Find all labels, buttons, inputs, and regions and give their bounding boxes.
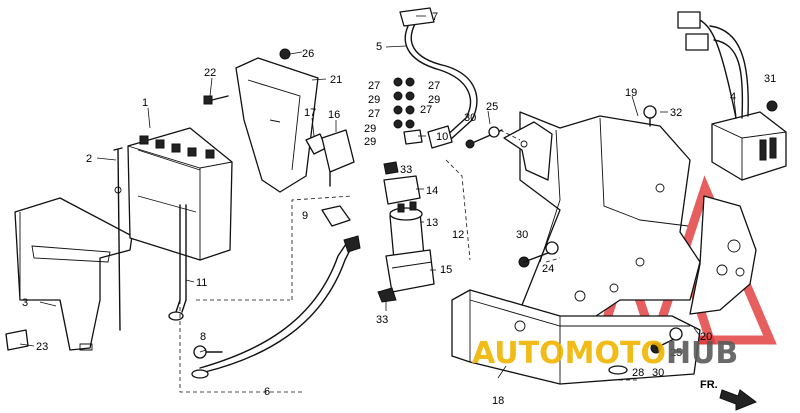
callout-30c: 30 [652, 367, 664, 379]
leader-lines [19, 15, 737, 379]
callout-1: 1 [142, 97, 148, 109]
callout-27c: 27 [368, 108, 380, 120]
callout-10: 10 [436, 131, 448, 143]
part-23-pad [5, 329, 29, 351]
callout-11: 11 [196, 277, 207, 289]
callout-6: 6 [264, 386, 270, 398]
part-cable-6 [191, 235, 361, 379]
part-25-bolt-upper [465, 126, 503, 149]
watermark-word-part2: HUB [666, 336, 738, 371]
callout-33b: 33 [376, 314, 388, 326]
callout-13: 13 [426, 217, 438, 229]
callout-3: 3 [22, 297, 28, 309]
part-19-main-bracket [519, 111, 701, 341]
part-battery-holder [235, 57, 319, 193]
part-15-rubber-mount [385, 249, 435, 293]
callout-14: 14 [426, 185, 438, 197]
part-30-24-bolt [518, 241, 559, 268]
callout-27b: 27 [428, 80, 440, 92]
callout-30b: 30 [516, 229, 528, 241]
part-16-relay [321, 129, 355, 187]
part-8-bolt [193, 345, 223, 359]
callout-7: 7 [432, 11, 438, 23]
callout-16: 16 [328, 109, 340, 121]
part-washers-27-29 [393, 77, 415, 129]
callout-15: 15 [440, 264, 452, 276]
callout-20: 20 [700, 331, 712, 343]
watermark-text: AUTOMOTOHUB [472, 336, 738, 371]
watermark-word-part1: AUTOMOTO [472, 336, 666, 371]
callout-21: 21 [330, 74, 342, 86]
callout-29a: 29 [368, 94, 380, 106]
callout-9: 9 [302, 210, 308, 222]
part-33-terminal-lower [377, 287, 397, 303]
part-31-bolt [766, 100, 778, 112]
part-harness-5 [399, 7, 478, 149]
part-battery-rod [113, 147, 123, 331]
callout-22: 22 [204, 67, 216, 79]
part-small-bracket [503, 121, 553, 181]
callout-2: 2 [86, 153, 92, 165]
callout-28: 28 [632, 367, 644, 379]
callout-4: 4 [730, 91, 736, 103]
callout-12: 12 [452, 229, 464, 241]
part-18-tray [451, 289, 701, 385]
callout-27a: 27 [368, 80, 380, 92]
part-13-relay [389, 201, 425, 261]
part-14-cap [383, 175, 421, 205]
part-battery [127, 127, 233, 261]
part-20-side-plate [689, 195, 757, 315]
part-25-30-bolt-lower [650, 327, 683, 354]
part-28-washer [608, 365, 628, 375]
callout-5: 5 [376, 41, 382, 53]
callout-17: 17 [304, 107, 316, 119]
callout-23: 23 [36, 341, 48, 353]
callout-8: 8 [200, 331, 206, 343]
callout-32: 32 [670, 107, 682, 119]
callout-33a: 33 [400, 164, 412, 176]
direction-arrow-icon [719, 389, 758, 411]
part-4-regulator [711, 111, 787, 181]
part-33-terminal-upper [383, 161, 399, 175]
part-9-clip [321, 205, 351, 227]
part-32-bolt [643, 105, 657, 127]
callout-25a: 25 [486, 101, 498, 113]
callout-18: 18 [492, 395, 504, 407]
callout-25b: 25 [670, 347, 682, 359]
dashed-guide-lines [179, 129, 640, 393]
callout-30a: 30 [464, 112, 476, 124]
callout-31: 31 [764, 73, 776, 85]
callout-26: 26 [302, 48, 314, 60]
callout-29d: 29 [364, 136, 376, 148]
callout-labels: 1 2 3 4 5 6 7 8 9 10 11 12 13 14 15 16 1… [22, 11, 776, 407]
callout-24: 24 [542, 263, 554, 275]
part-lower-cover [14, 197, 133, 351]
part-22-bolt [203, 95, 229, 105]
callout-29c: 29 [364, 123, 376, 135]
part-4-wiring [677, 11, 749, 119]
direction-label: FR. [700, 379, 718, 391]
part-26-nut [279, 48, 291, 60]
callout-27d: 27 [420, 104, 432, 116]
callout-29b: 29 [428, 94, 440, 106]
part-10-terminal [403, 129, 423, 145]
callout-19: 19 [625, 87, 637, 99]
